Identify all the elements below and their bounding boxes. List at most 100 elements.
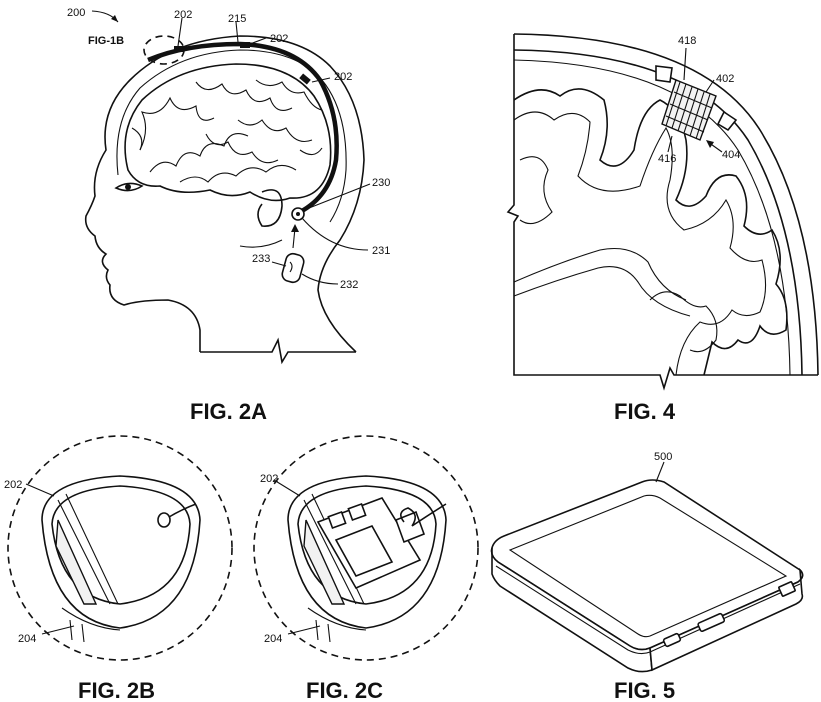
fig-5-drawing: 500 <box>490 451 804 673</box>
cup-outer-2c <box>287 475 447 629</box>
electrode-202-a <box>174 46 184 52</box>
cup-base-2c <box>307 607 367 643</box>
ref-label-233: 233 <box>252 253 270 265</box>
ref-label-204-2b: 204 <box>18 633 36 645</box>
ref-label-416: 416 <box>658 153 676 165</box>
ref-label-230: 230 <box>372 177 390 189</box>
caption-fig-4: FIG. 4 <box>614 399 676 424</box>
skull-inner-outline <box>116 49 347 223</box>
sulcus-deep-inner <box>513 266 691 317</box>
leader-215 <box>235 21 239 43</box>
fig-2b-drawing: 202 204 <box>4 435 233 661</box>
lead-wire-2c <box>400 503 447 527</box>
eye-pupil <box>125 184 131 190</box>
chip-main-2c <box>334 525 394 577</box>
ref-label-402: 402 <box>716 73 734 85</box>
ref-label-418: 418 <box>678 35 696 47</box>
leader-202-2c <box>273 479 301 497</box>
electrode-array-416 <box>661 79 717 141</box>
device-top-face <box>490 479 804 651</box>
neck-cut-line <box>200 337 356 365</box>
head-outline <box>84 35 365 353</box>
anchor-right <box>716 110 738 132</box>
cup-base-2b <box>61 607 121 643</box>
leader-231 <box>301 217 369 251</box>
ref-label-202-2c: 202 <box>260 473 278 485</box>
cup-inner-wall-2b <box>57 493 119 605</box>
connector-231-center <box>296 212 300 216</box>
ref-label-204-2c: 204 <box>264 633 282 645</box>
brain-outline <box>124 63 332 202</box>
implant-lead-215 <box>147 41 339 214</box>
ref-label-404: 404 <box>722 149 740 161</box>
leader-230 <box>303 183 371 211</box>
usb-port-wide <box>697 612 726 633</box>
leader-202b <box>249 37 267 45</box>
ref-label-fig1b: FIG-1B <box>88 35 124 47</box>
device-edge-line <box>495 565 801 655</box>
leader-500 <box>655 461 665 483</box>
leader-404-arrowhead <box>706 140 714 148</box>
brain-gyri <box>131 79 323 183</box>
cup-insert-2c <box>303 519 346 605</box>
fig-2a-drawing: 200 FIG-1B <box>67 7 390 365</box>
leader-202-2b <box>25 483 55 497</box>
electrode-202-c <box>299 73 311 85</box>
ear <box>257 189 283 227</box>
detail-boundary-2c <box>253 435 479 661</box>
leader-204-2c <box>287 625 321 635</box>
cup-outer-2b <box>41 475 201 629</box>
ref-label-500: 500 <box>654 451 672 463</box>
eye <box>114 182 144 192</box>
device-pod-detail <box>289 261 293 273</box>
leader-418 <box>683 47 687 81</box>
caption-fig-5: FIG. 5 <box>614 678 675 702</box>
caption-fig-2c: FIG. 2C <box>306 678 383 702</box>
ref-label-202-a: 202 <box>174 9 192 21</box>
leader-202a <box>177 17 183 47</box>
usb-port-a <box>778 581 796 597</box>
ref-label-215: 215 <box>228 13 246 25</box>
fig-4-drawing: 418 402 416 404 <box>506 33 819 391</box>
sulcus-deep <box>513 247 687 301</box>
skull-arc-b <box>513 59 791 376</box>
leader-416 <box>667 135 673 153</box>
device-right-side <box>649 567 804 672</box>
white-matter-boundary <box>513 111 767 376</box>
chip-small-a-2c <box>327 510 347 530</box>
cup-rim-2b <box>51 485 191 605</box>
ref-label-231: 231 <box>372 245 390 257</box>
lead-port-2b <box>157 512 171 528</box>
jaw-line <box>239 239 283 248</box>
leader-402 <box>705 79 715 93</box>
left-gyrus <box>519 156 553 225</box>
caption-fig-2a: FIG. 2A <box>190 399 267 424</box>
ref-label-232: 232 <box>340 279 358 291</box>
leader-204-2b <box>41 625 75 635</box>
usb-port-small <box>662 632 682 648</box>
device-pod-232 <box>281 252 305 284</box>
section-frame <box>506 34 818 391</box>
fig-2c-drawing: 202 204 <box>253 435 479 661</box>
leader-202c <box>311 77 331 83</box>
arrow-to-connector-head <box>291 224 299 232</box>
leader-232 <box>301 273 339 285</box>
cortex-surface <box>513 88 788 376</box>
detail-boundary-2b <box>7 435 233 661</box>
scalp-outer-arc <box>513 33 819 376</box>
leader-233 <box>271 261 287 267</box>
cup-insert-2b <box>55 519 98 605</box>
ref-label-202-c: 202 <box>334 71 352 83</box>
ref-label-202-b: 202 <box>270 33 288 45</box>
ref-200-arrowhead <box>111 15 118 22</box>
anchor-left <box>655 65 673 83</box>
ref-label-202-2b: 202 <box>4 479 22 491</box>
lower-gyrus <box>649 291 718 353</box>
electrode-202-b <box>240 42 250 48</box>
ref-label-200: 200 <box>67 7 85 19</box>
chip-small-b-2c <box>347 502 367 522</box>
skull-arc-a <box>513 49 803 376</box>
device-top-inset <box>508 494 788 638</box>
caption-fig-2b: FIG. 2B <box>78 678 155 702</box>
